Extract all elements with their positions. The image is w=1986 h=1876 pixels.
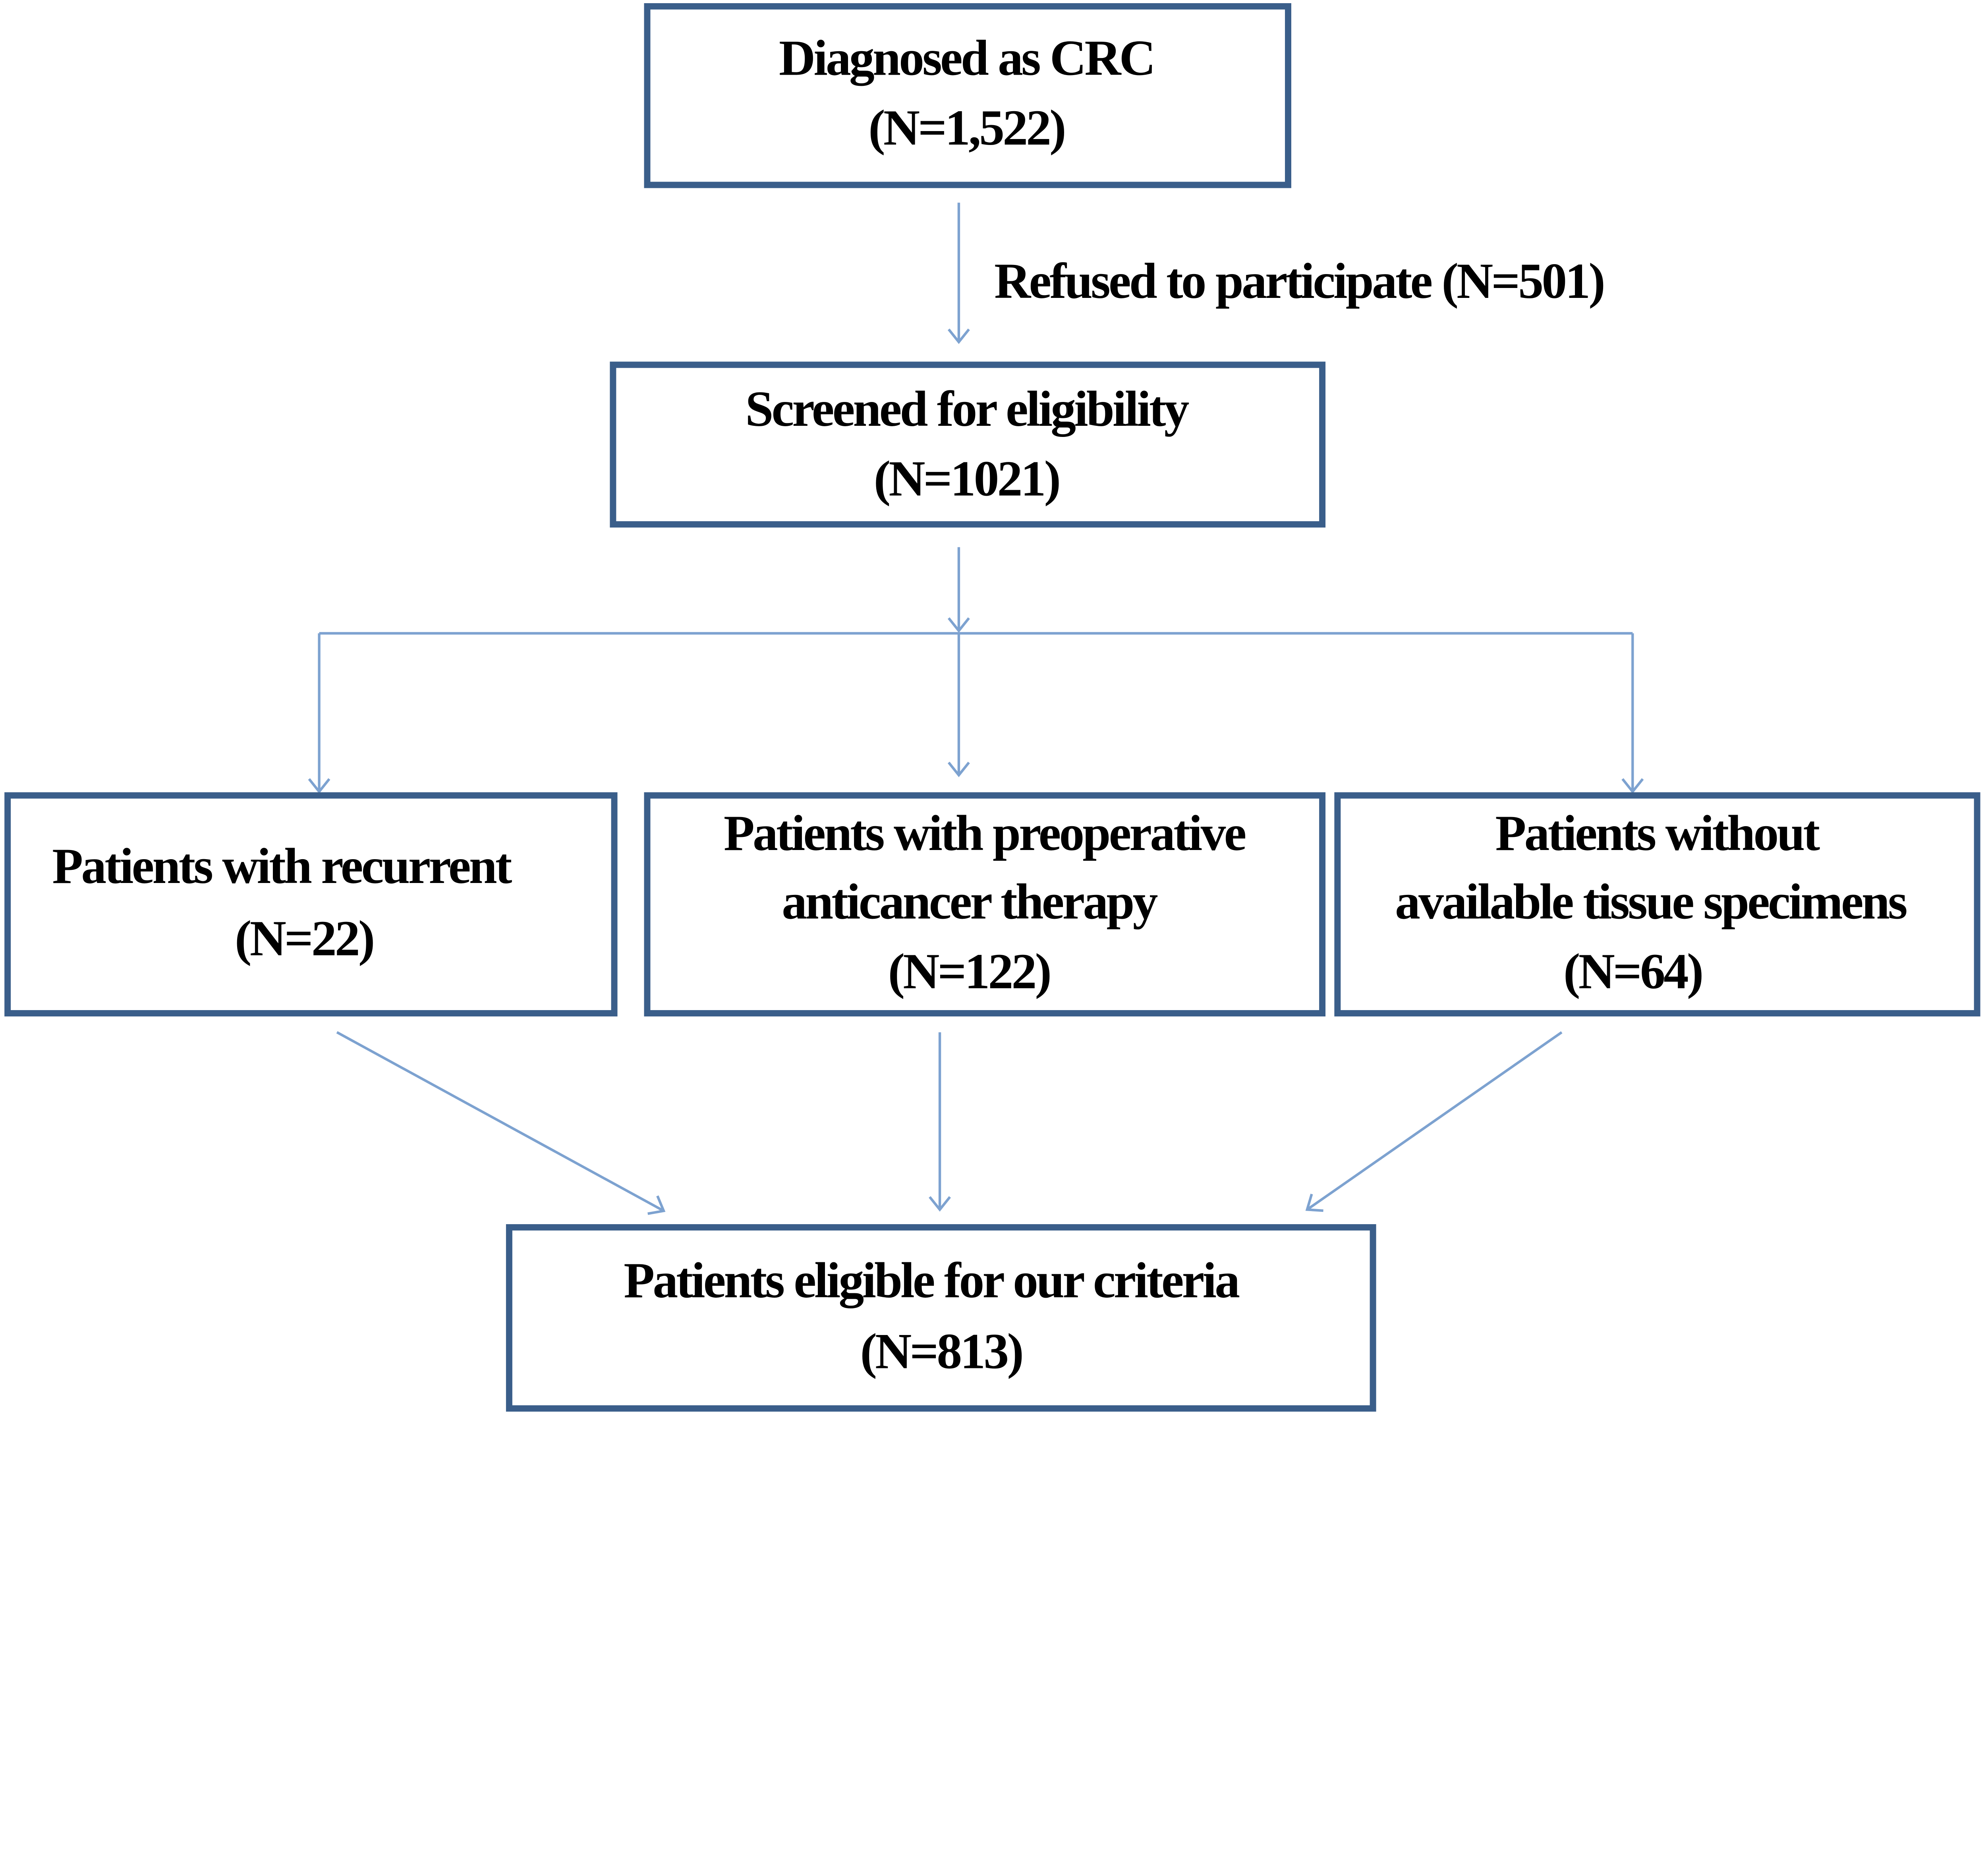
arrow-recurrent-to-eligible	[336, 1031, 666, 1215]
flowchart: Diagnosed as CRC (N=1,522) Refused to pa…	[4, 3, 1980, 1412]
node-no-tissue-title-2: available tissue specimens	[1395, 873, 1907, 929]
refused-label: Refused to participate (N=501)	[994, 253, 1603, 309]
node-preoperative-title-2: anticancer therapy	[782, 873, 1157, 929]
node-screened-count: (N=1021)	[874, 450, 1059, 506]
node-no-tissue-count: (N=64)	[1563, 943, 1702, 999]
node-diagnosed-title: Diagnosed as CRC	[779, 30, 1154, 86]
node-eligible-count: (N=813)	[860, 1323, 1022, 1379]
node-diagnosed-count: (N=1,522)	[868, 99, 1064, 156]
arrow-no-tissue-to-eligible	[1305, 1031, 1563, 1212]
node-preoperative: Patients with preoperative anticancer th…	[644, 792, 1326, 1016]
node-screened-title: Screened for eligibility	[745, 381, 1189, 437]
node-diagnosed: Diagnosed as CRC (N=1,522)	[644, 3, 1291, 188]
node-recurrent-title: Patients with recurrent	[52, 838, 512, 894]
node-no-tissue-title: Patients without	[1495, 805, 1820, 861]
node-recurrent-count: (N=22)	[235, 910, 373, 966]
node-screened: Screened for eligibility (N=1021)	[610, 361, 1326, 528]
node-eligible-title: Patients eligible for our criteria	[624, 1252, 1239, 1308]
node-preoperative-count: (N=122)	[888, 943, 1050, 999]
node-preoperative-title: Patients with preoperative	[724, 805, 1246, 861]
node-recurrent: Patients with recurrent (N=22)	[4, 792, 618, 1016]
node-no-tissue: Patients without available tissue specim…	[1334, 792, 1980, 1016]
node-eligible: Patients eligible for our criteria (N=81…	[506, 1224, 1376, 1412]
